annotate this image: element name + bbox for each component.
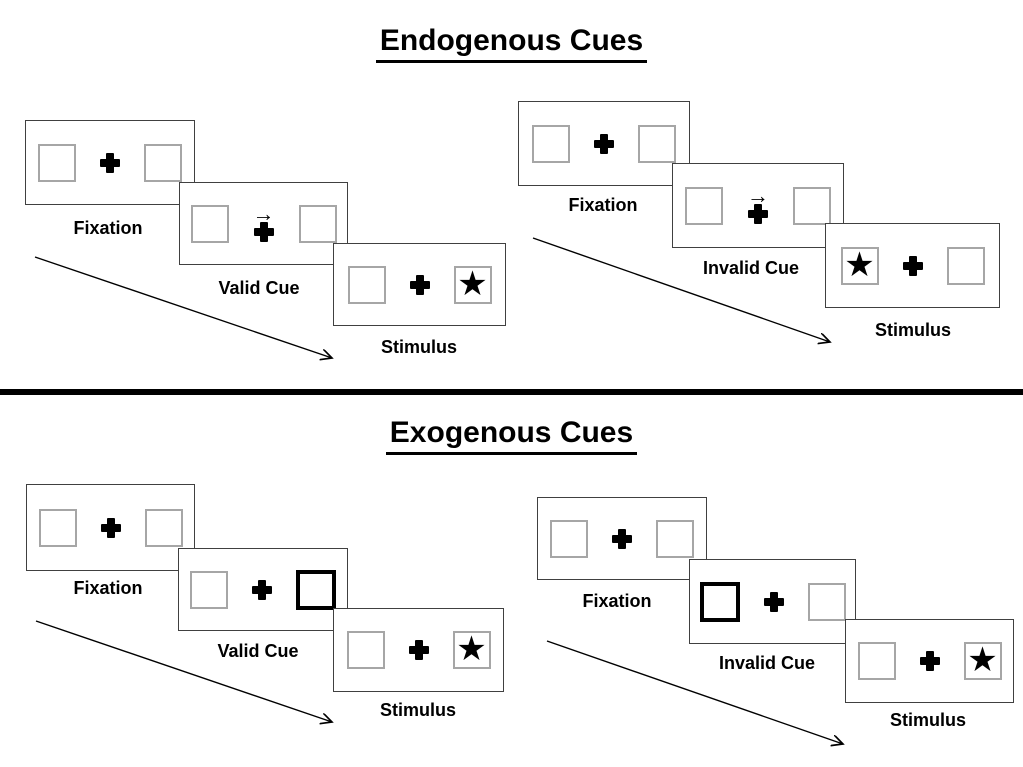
sequence-label-stimulus: Stimulus — [380, 337, 457, 357]
left-placeholder-box — [346, 631, 385, 669]
section-divider — [0, 389, 1023, 395]
right-placeholder-box — [946, 246, 985, 285]
exogenous-invalid-fixation-frame — [537, 497, 707, 580]
left-placeholder-box — [190, 204, 229, 243]
fixation-cross-icon — [252, 579, 272, 600]
endogenous-valid-cue-frame: → — [179, 182, 348, 265]
endogenous-invalid-stimulus-frame: ★ — [825, 223, 1000, 308]
sequence-label-stimulus: Stimulus — [889, 710, 966, 730]
left-placeholder-box — [550, 519, 588, 558]
fixation-cross-icon — [100, 517, 121, 538]
right-placeholder-box — [793, 186, 831, 225]
left-placeholder-box — [347, 265, 386, 304]
cue-arrow-icon: → — [747, 182, 769, 208]
right-placeholder-box — [144, 143, 182, 182]
exogenous-valid-fixation-frame — [26, 484, 195, 571]
exogenous-invalid-stimulus-frame: ★ — [845, 619, 1014, 703]
fixation-cross-icon — [408, 640, 429, 660]
sequence-label-fixation: Fixation — [568, 195, 638, 215]
left-placeholder-box — [685, 186, 723, 225]
right-placeholder-box — [144, 508, 183, 547]
target-box: ★ — [963, 641, 1002, 680]
central-cue-stack: → — [252, 200, 275, 242]
exogenous-section-title: Exogenous Cues — [0, 416, 1023, 455]
fixation-cross-icon — [919, 651, 940, 671]
fixation-cross-icon — [253, 221, 274, 242]
fixation-cross-icon — [594, 133, 614, 154]
left-placeholder-box — [38, 143, 76, 182]
star-icon: ★ — [844, 245, 875, 284]
endogenous-title-text: Endogenous Cues — [375, 24, 648, 63]
exogenous-cue-box — [699, 581, 740, 622]
fixation-cross-icon — [100, 152, 120, 173]
target-box: ★ — [840, 245, 879, 285]
exogenous-invalid-cue-frame — [689, 559, 856, 644]
star-icon: ★ — [456, 630, 487, 668]
fixation-cross-icon — [612, 528, 632, 549]
left-placeholder-box — [857, 642, 896, 680]
left-placeholder-box — [532, 124, 570, 163]
right-placeholder-box — [807, 582, 846, 621]
right-placeholder-box — [638, 124, 676, 163]
endogenous-invalid-cue-frame: → — [672, 163, 844, 248]
exogenous-title-text: Exogenous Cues — [385, 416, 638, 455]
sequence-label-fixation: Fixation — [73, 578, 143, 598]
sequence-label-invalid-cue: Invalid Cue — [702, 258, 800, 278]
right-placeholder-box — [298, 204, 337, 243]
fixation-cross-icon — [763, 591, 784, 612]
target-box: ★ — [452, 630, 491, 669]
right-placeholder-box — [656, 519, 694, 558]
sequence-label-valid-cue: Valid Cue — [217, 641, 299, 661]
left-placeholder-box — [190, 570, 228, 609]
time-arrow — [532, 237, 838, 348]
time-arrow — [35, 620, 341, 729]
time-arrow — [546, 640, 852, 752]
exogenous-cue-box — [296, 569, 336, 610]
fixation-cross-icon — [409, 274, 430, 295]
sequence-label-stimulus: Stimulus — [874, 320, 951, 340]
sequence-label-fixation: Fixation — [73, 218, 143, 238]
star-icon: ★ — [967, 641, 998, 679]
time-arrow — [34, 256, 340, 365]
exogenous-valid-stimulus-frame: ★ — [333, 608, 504, 692]
sequence-label-fixation: Fixation — [582, 591, 652, 611]
endogenous-section-title: Endogenous Cues — [0, 24, 1023, 63]
endogenous-invalid-fixation-frame — [518, 101, 690, 186]
endogenous-valid-stimulus-frame: ★ — [333, 243, 506, 326]
fixation-cross-icon — [902, 255, 923, 276]
exogenous-valid-cue-frame — [178, 548, 348, 631]
sequence-label-invalid-cue: Invalid Cue — [718, 653, 816, 673]
endogenous-valid-fixation-frame — [25, 120, 195, 205]
star-icon: ★ — [457, 264, 488, 303]
cue-arrow-icon: → — [252, 200, 275, 226]
target-box: ★ — [453, 264, 492, 304]
sequence-label-stimulus: Stimulus — [379, 700, 456, 720]
sequence-label-valid-cue: Valid Cue — [218, 278, 300, 298]
left-placeholder-box — [38, 508, 77, 547]
central-cue-stack: → — [747, 182, 769, 224]
fixation-cross-icon — [748, 203, 768, 224]
